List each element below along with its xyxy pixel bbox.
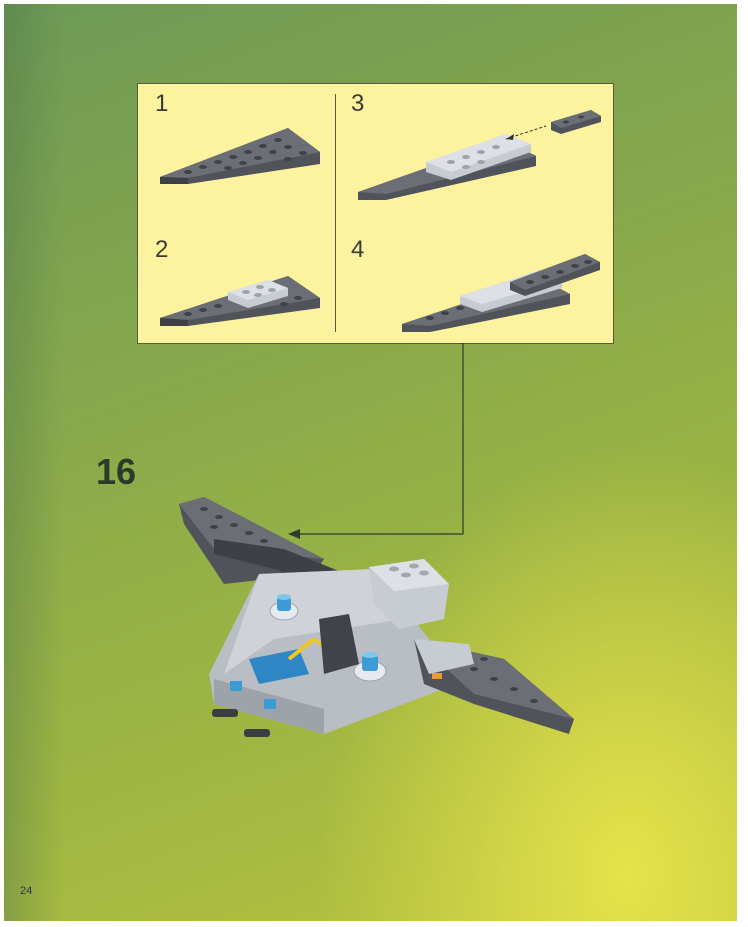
sub-step-1-illustration xyxy=(160,128,320,184)
arrow-icon xyxy=(288,529,300,539)
page-number: 24 xyxy=(20,885,33,897)
sub-step-2-illustration xyxy=(160,276,320,326)
trans-blue-parts xyxy=(230,594,387,709)
sub-step-3-illustration xyxy=(358,110,601,200)
page-spine-shadow xyxy=(4,4,64,921)
sub-step-number-1: 1 xyxy=(155,90,169,117)
sub-step-number-3: 3 xyxy=(351,90,365,117)
yellow-arm xyxy=(287,637,316,661)
step-number: 16 xyxy=(96,451,137,492)
model-illustration xyxy=(179,497,574,737)
panel-divider xyxy=(335,94,336,332)
sub-assembly-panel: 1 2 3 4 xyxy=(137,83,614,344)
arrow-icon xyxy=(506,134,514,140)
sub-step-number-4: 4 xyxy=(351,236,365,263)
sub-step-number-2: 2 xyxy=(155,236,169,263)
callout-connector-line xyxy=(288,343,464,539)
instruction-page: 1 2 3 4 xyxy=(4,4,737,921)
sub-step-4-illustration xyxy=(402,254,600,332)
